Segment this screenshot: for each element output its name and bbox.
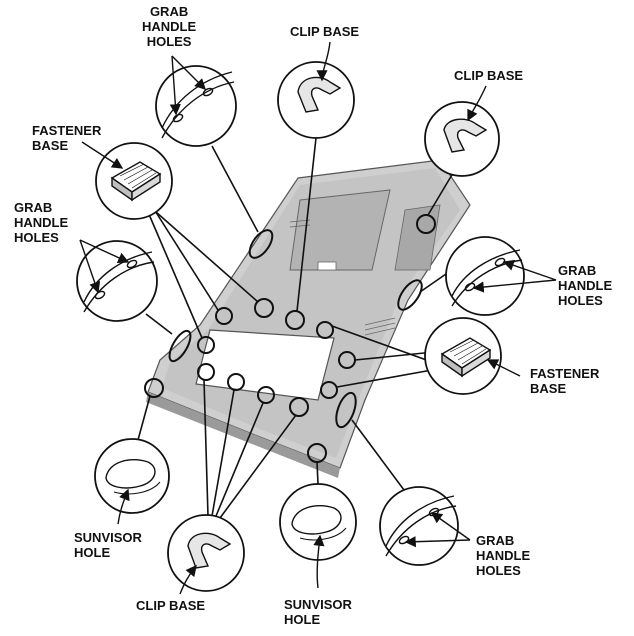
label-line: SUNVISOR bbox=[74, 530, 142, 545]
label-line: HOLE bbox=[74, 545, 111, 560]
clip-base-callout-bottom bbox=[167, 514, 245, 592]
label-clip-base-top-right: CLIP BASE bbox=[454, 68, 523, 83]
label-grab-handle-left: GRAB HANDLE HOLES bbox=[14, 200, 68, 245]
label-line: CLIP BASE bbox=[454, 68, 524, 83]
label-line: GRAB bbox=[149, 4, 189, 19]
label-line: CLIP BASE bbox=[290, 24, 360, 39]
sunvisor-callout-left bbox=[94, 438, 170, 514]
grab-handle-callout-left bbox=[76, 240, 158, 322]
label-line: SUNVISOR bbox=[284, 597, 352, 612]
label-arrows bbox=[79, 41, 557, 595]
label-line: GRAB bbox=[14, 200, 53, 215]
label-line: HANDLE bbox=[14, 215, 69, 230]
grab-handle-callout-bottom-right bbox=[379, 486, 459, 566]
label-line: HOLES bbox=[14, 230, 59, 245]
label-sunvisor-bottom: SUNVISOR HOLE bbox=[284, 597, 352, 627]
label-line: HOLES bbox=[558, 293, 603, 308]
label-line: HANDLE bbox=[476, 548, 531, 563]
sunvisor-callout-bottom bbox=[279, 483, 357, 561]
label-line: FASTENER bbox=[530, 366, 600, 381]
label-line: HANDLE bbox=[142, 19, 197, 34]
label-line: CLIP BASE bbox=[136, 598, 206, 613]
label-grab-handle-right: GRAB HANDLE HOLES bbox=[558, 263, 612, 308]
label-clip-base-top-center: CLIP BASE bbox=[290, 24, 359, 39]
label-clip-base-bottom: CLIP BASE bbox=[136, 598, 205, 613]
label-line: GRAB bbox=[558, 263, 597, 278]
label-fastener-base-right: FASTENER BASE bbox=[530, 366, 599, 396]
clip-base-callout-top-right bbox=[424, 101, 500, 177]
label-line: GRAB bbox=[476, 533, 515, 548]
hole-markers bbox=[144, 214, 436, 463]
label-line: BASE bbox=[32, 138, 69, 153]
label-line: HOLE bbox=[284, 612, 321, 627]
label-grab-handle-top: GRAB HANDLE HOLES bbox=[142, 4, 196, 49]
label-line: HOLES bbox=[146, 34, 192, 49]
label-line: HANDLE bbox=[558, 278, 613, 293]
leader-lines bbox=[137, 137, 463, 519]
headliner-panel bbox=[146, 159, 471, 478]
label-line: BASE bbox=[530, 381, 567, 396]
label-sunvisor-left: SUNVISOR HOLE bbox=[74, 530, 142, 560]
label-fastener-base-left: FASTENER BASE bbox=[32, 123, 101, 153]
callout-details bbox=[83, 71, 523, 569]
label-line: HOLES bbox=[476, 563, 521, 578]
clip-base-callout-top-center bbox=[277, 61, 355, 139]
label-grab-handle-bottom-right: GRAB HANDLE HOLES bbox=[476, 533, 530, 578]
grab-handle-callout-right bbox=[445, 236, 525, 316]
grab-handle-callout-top bbox=[155, 65, 237, 147]
label-line: FASTENER bbox=[32, 123, 102, 138]
